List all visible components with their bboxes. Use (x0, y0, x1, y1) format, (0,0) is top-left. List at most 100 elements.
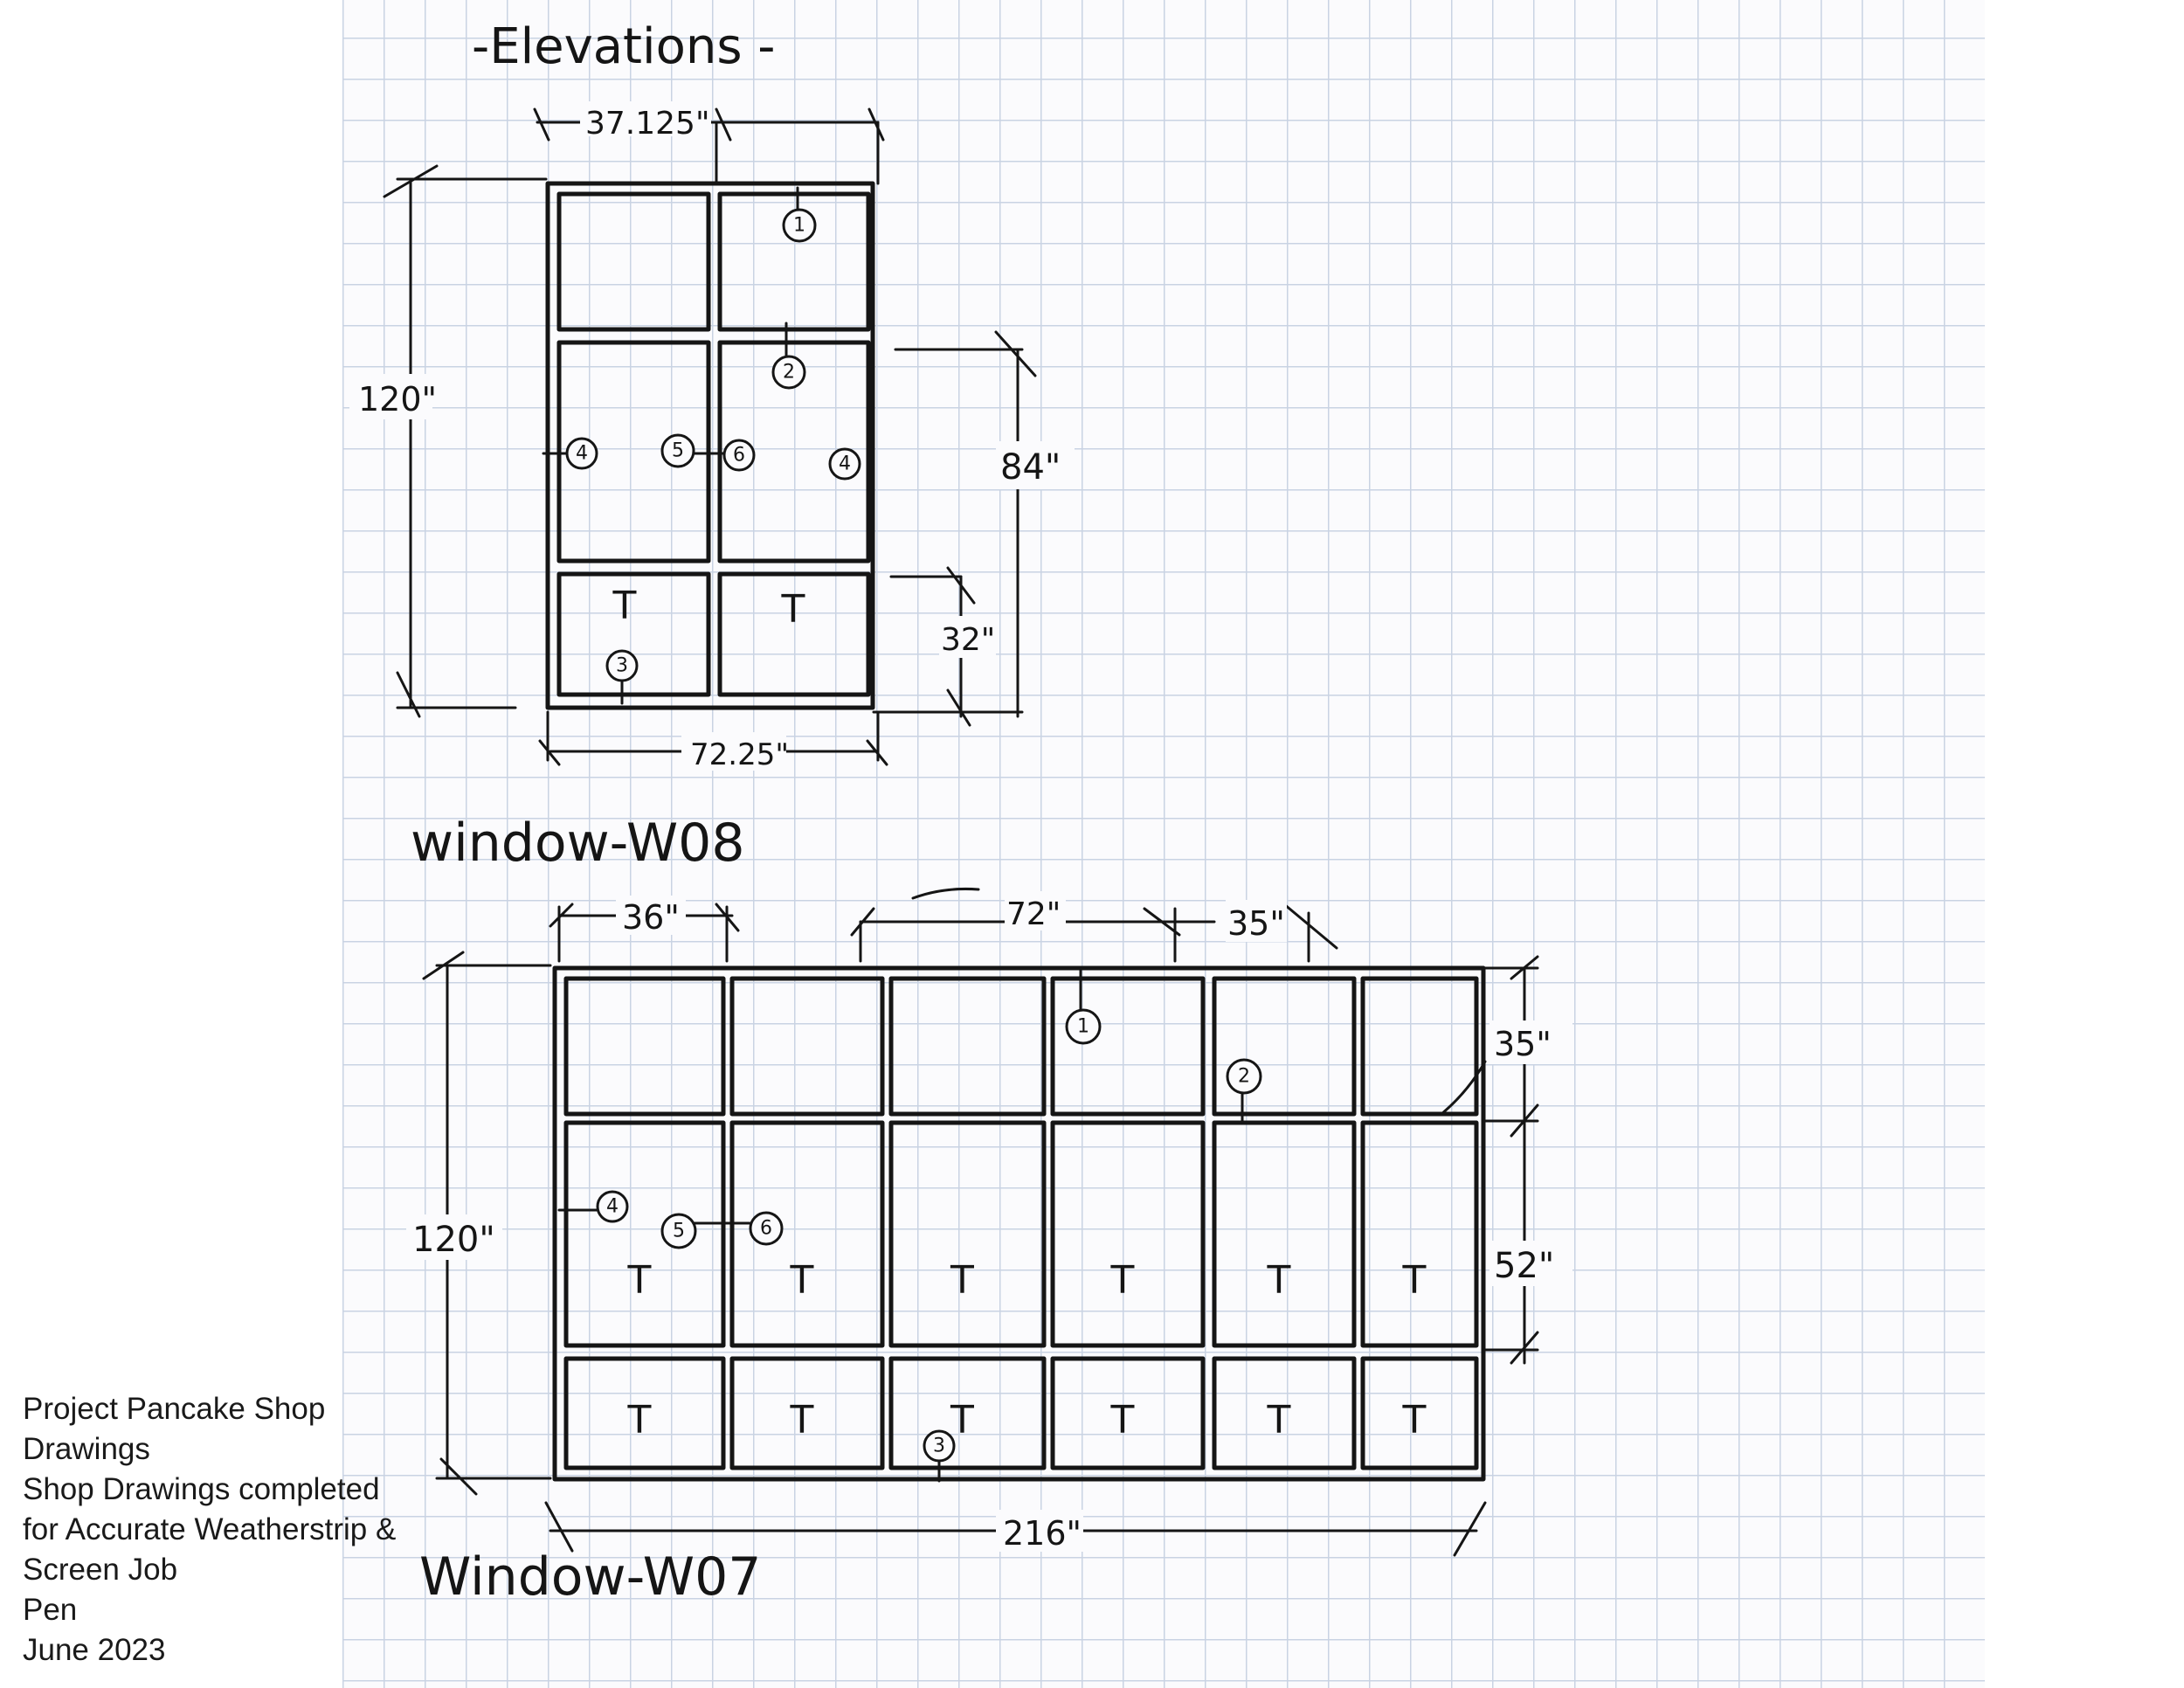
w07-pane (1212, 976, 1357, 1117)
callout-5 (660, 1213, 697, 1249)
callout-1 (782, 208, 817, 243)
w07-pane (888, 1356, 1047, 1470)
w08-pane (556, 340, 711, 564)
dimension-tick (1510, 1331, 1539, 1365)
caption-line: Pen (23, 1593, 78, 1627)
w07-pane (1360, 976, 1479, 1117)
w08-outer-frame (545, 181, 875, 710)
transom-mark: T (950, 1398, 974, 1442)
dimension-tick (867, 107, 885, 142)
w08-lower-height-label: 32" (941, 622, 995, 658)
drawing-caption: Project Pancake Shop Drawings Shop Drawi… (23, 1389, 416, 1671)
callout-3-number: 3 (616, 655, 628, 677)
transom-mark: T (627, 1398, 652, 1442)
label-mask (939, 616, 996, 658)
w07-pane (563, 1120, 726, 1348)
dimension-tick (396, 671, 421, 718)
callout-2 (771, 355, 806, 390)
w07-span-label: 72" (1006, 896, 1061, 932)
callout-4 (565, 437, 598, 470)
w07-right-bay-label: 35" (1227, 904, 1285, 943)
w08-half-width-label: 37.125" (585, 106, 710, 142)
w07-bay-label: 36" (622, 898, 680, 937)
dimension-tick (383, 164, 439, 198)
label-mask (580, 101, 711, 136)
w07-top-height-label: 35" (1494, 1025, 1552, 1063)
callout-3 (923, 1429, 956, 1463)
callout-2 (1226, 1058, 1262, 1095)
dimension-tick (715, 107, 732, 142)
w08-pane (717, 571, 871, 697)
label-mask (1489, 1241, 1572, 1286)
transom-mark: T (1402, 1398, 1427, 1442)
callout-2-number: 2 (1238, 1066, 1250, 1088)
caption-line: Shop Drawings completed (23, 1472, 380, 1506)
transom-mark: T (1267, 1258, 1291, 1303)
window-w08-elevation: T T 37.125" 120" 84" 32" (349, 101, 1075, 874)
w08-pane (556, 571, 711, 697)
callout-6 (722, 439, 756, 472)
transom-mark: T (1110, 1258, 1135, 1303)
w07-pane (1360, 1120, 1479, 1348)
caption-line: Project Pancake Shop (23, 1392, 326, 1426)
label-mask (349, 374, 432, 419)
caption-line: for Accurate Weatherstrip & (23, 1512, 397, 1546)
caption-line: Drawings (23, 1432, 150, 1466)
w07-pane (888, 1120, 1047, 1348)
callout-4-number: 4 (576, 443, 588, 465)
dimension-tick (1453, 1501, 1487, 1557)
dimension-tick (1510, 1103, 1539, 1138)
transom-mark: T (1402, 1258, 1427, 1303)
w07-pane (1050, 1120, 1206, 1348)
w07-pane (1360, 1356, 1479, 1470)
transom-mark: T (950, 1258, 974, 1303)
label-mask (1226, 900, 1287, 942)
transom-mark: T (790, 1398, 814, 1442)
callout-4-number: 4 (606, 1196, 619, 1218)
elevations-heading: -Elevations - (472, 18, 776, 75)
caption-line: Screen Job (23, 1553, 178, 1587)
dimension-tick (866, 739, 888, 766)
pen-stroke (911, 887, 980, 900)
w07-pane (888, 976, 1047, 1117)
callout-5-number: 5 (672, 440, 684, 462)
dimension-tick (850, 907, 875, 937)
w07-pane (729, 1120, 885, 1348)
w08-pane (556, 191, 711, 332)
transom-mark: T (781, 587, 805, 632)
w07-pane (729, 1356, 885, 1470)
w07-height-label: 120" (412, 1220, 495, 1260)
callout-5-number: 5 (673, 1221, 685, 1242)
callout-1-number: 1 (793, 215, 805, 237)
label-mask (996, 1510, 1083, 1552)
callout-3 (605, 649, 639, 682)
dimension-tick (715, 903, 740, 932)
w08-pane (717, 191, 871, 332)
w07-pane (729, 976, 885, 1117)
caption-line: June 2023 (23, 1633, 166, 1667)
window-w07-label: Window-W07 (419, 1546, 761, 1608)
w07-pane (1212, 1120, 1357, 1348)
transom-mark: T (1110, 1398, 1135, 1442)
w08-height-label: 120" (358, 380, 437, 419)
dimension-tick (439, 1457, 478, 1496)
dimension-tick (544, 1501, 574, 1553)
dimension-tick (1510, 955, 1539, 980)
w07-pane (1050, 976, 1206, 1117)
callout-2-number: 2 (783, 362, 795, 384)
dimension-tick (549, 903, 574, 928)
dimension-tick (533, 107, 550, 142)
w07-pane (1212, 1356, 1357, 1470)
label-mask (616, 896, 686, 935)
w07-pane (563, 976, 726, 1117)
dimension-tick (1143, 907, 1181, 937)
dimension-tick (994, 330, 1037, 377)
dimension-tick (422, 951, 465, 980)
callout-6-number: 6 (760, 1218, 772, 1240)
graph-paper-sheet (342, 0, 1985, 1688)
label-mask (1005, 891, 1066, 930)
dimension-tick (946, 566, 976, 605)
w07-middle-height-label: 52" (1494, 1246, 1554, 1286)
w08-width-label: 72.25" (690, 737, 789, 772)
